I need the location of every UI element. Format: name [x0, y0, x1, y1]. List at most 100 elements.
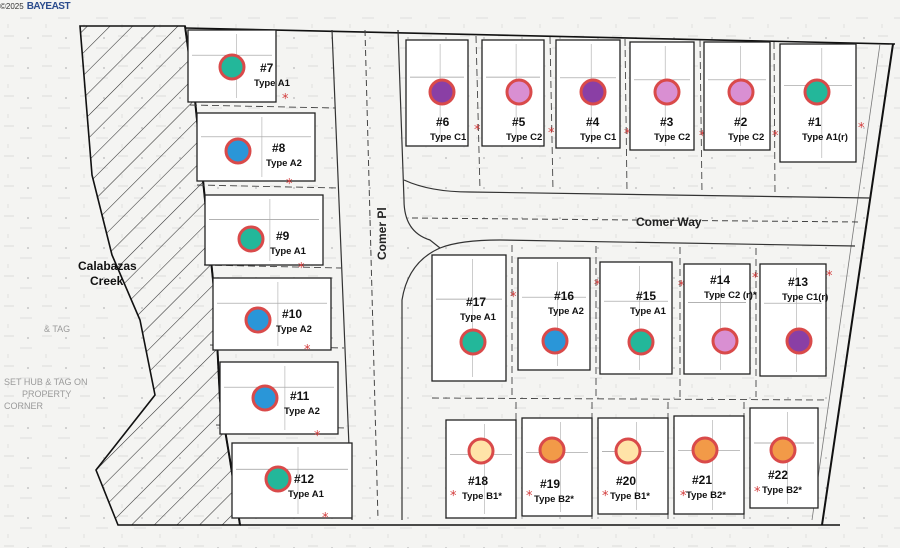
lot-4-type: Type C1	[580, 132, 617, 143]
copyright-text: ©2025	[0, 1, 24, 11]
lot-22-type: Type B2*	[762, 485, 802, 496]
lot-18-asterisk: *	[450, 489, 457, 504]
brand-logo: BAYEAST	[26, 0, 71, 12]
lot-8-unit-marker	[224, 137, 252, 165]
lot-19-number: #19	[540, 477, 560, 491]
lot-8-type: Type A2	[266, 158, 302, 169]
lot-9-type: Type A1	[270, 246, 307, 257]
comer-way-centerline	[411, 217, 863, 223]
comer-pl-centerline	[364, 29, 379, 521]
lot-22-asterisk: *	[754, 485, 761, 500]
set-hub-note-3: CORNER	[4, 401, 44, 411]
lot-7-type: Type A1	[254, 78, 291, 89]
tag-note: & TAG	[44, 324, 70, 334]
comer-way-label: Comer Way	[636, 215, 702, 229]
lot-9-unit-marker	[237, 225, 265, 253]
creek-label-line2: Creek	[90, 274, 124, 288]
lot-21-number: #21	[692, 473, 712, 487]
lot-18-number: #18	[468, 474, 488, 488]
lot-11-asterisk: *	[314, 429, 321, 444]
lot-19-unit-marker	[538, 436, 566, 464]
east-easement-line	[811, 43, 881, 521]
lot-8-asterisk: *	[286, 177, 293, 192]
site-boundary-east	[821, 43, 894, 526]
lot-13-number: #13	[788, 275, 808, 289]
lot-10-asterisk: *	[304, 343, 311, 358]
lot-9-footprint	[204, 194, 324, 266]
lot-6-number: #6	[436, 115, 450, 129]
lot-20-number: #20	[616, 474, 636, 488]
lot-6-footprint	[405, 39, 469, 147]
lot-7-number: #7	[260, 61, 274, 75]
lot-14-number: #14	[710, 273, 730, 287]
lot-11-number: #11	[290, 389, 310, 403]
lot-4-unit-marker	[579, 78, 607, 106]
lot-21-unit-marker	[691, 436, 719, 464]
lot-6-unit-marker	[428, 78, 456, 106]
lot-17-number: #17	[466, 295, 486, 309]
lot-9-asterisk: *	[298, 261, 305, 276]
lot-22-number: #22	[768, 468, 788, 482]
lot-1-asterisk: *	[858, 121, 865, 136]
lot-4-number: #4	[586, 115, 600, 129]
lot-12-type: Type A1	[288, 489, 325, 500]
lot-8-number: #8	[272, 141, 286, 155]
lot-10-unit-marker	[244, 306, 272, 334]
lot-2-unit-marker	[727, 78, 755, 106]
lot-11-type: Type A2	[284, 406, 320, 417]
lot-13-footprint	[759, 263, 827, 377]
comer-way-road	[403, 179, 871, 249]
lot-20-footprint	[597, 417, 669, 515]
copyright-header: ©2025 BAYEAST	[0, 0, 71, 12]
lot-1-unit-marker	[803, 78, 831, 106]
lot-21-type: Type B2*	[686, 490, 726, 501]
middle-lot-dividers	[431, 245, 829, 401]
lot-7-unit-marker	[218, 53, 246, 81]
lot-15-number: #15	[636, 289, 656, 303]
lot-12-number: #12	[294, 472, 314, 486]
lot-2-type: Type C2	[728, 132, 764, 143]
lot-1-number: #1	[808, 115, 822, 129]
lot-21-footprint	[673, 415, 745, 515]
lot-17-unit-marker	[459, 328, 487, 356]
lot-11-unit-marker	[251, 384, 279, 412]
lot-20-unit-marker	[614, 437, 642, 465]
site-boundary-north	[184, 27, 896, 45]
lot-6-asterisk: *	[474, 123, 481, 138]
lot-3-type: Type C2	[654, 132, 690, 143]
comer-pl-label: Comer Pl	[375, 207, 389, 260]
lot-5-number: #5	[512, 115, 526, 129]
lot-1-type: Type A1(r)	[802, 132, 848, 143]
lot-12-unit-marker	[264, 465, 292, 493]
lot-8-footprint	[196, 112, 316, 182]
north-lot-dividers	[475, 35, 776, 196]
set-hub-note-2: PROPERTY	[22, 389, 71, 399]
lot-10-type: Type A2	[276, 324, 312, 335]
lot-6-type: Type C1	[430, 132, 467, 143]
lot-17-type: Type A1	[460, 312, 497, 323]
